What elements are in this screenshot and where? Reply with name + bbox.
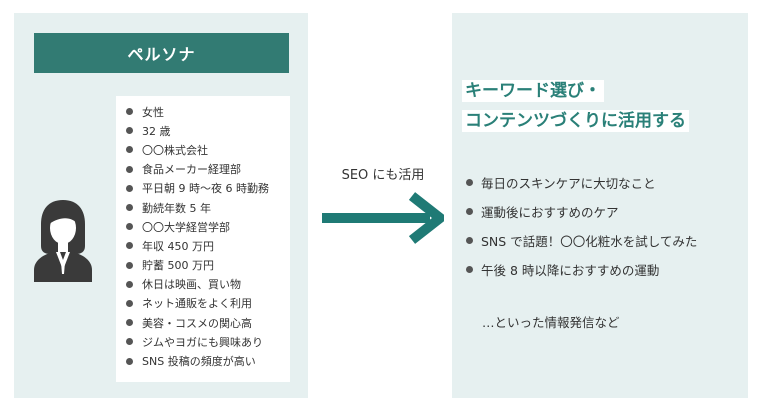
usage-heading-line-1: キーワード選び・: [462, 80, 604, 102]
bullet-icon: [466, 208, 473, 215]
persona-traits-box: 女性 32 歳 〇〇株式会社 食品メーカー経理部 平日朝 9 時〜夜 6 時勤務…: [116, 96, 290, 382]
bullet-icon: [126, 319, 133, 327]
right-arrow-icon: [322, 192, 444, 244]
persona-title: ペルソナ: [34, 33, 289, 73]
trait-item: ネット通販をよく利用: [126, 294, 290, 313]
usage-panel: [452, 13, 748, 398]
bullet-icon: [466, 179, 473, 186]
content-idea-item: 運動後におすすめのケア: [466, 197, 697, 226]
bullet-icon: [126, 204, 133, 212]
content-idea-list: 毎日のスキンケアに大切なこと 運動後におすすめのケア SNS で話題！〇〇化粧水…: [466, 168, 697, 284]
bullet-icon: [126, 127, 133, 135]
bullet-icon: [126, 146, 133, 154]
bullet-icon: [126, 338, 133, 346]
trait-item: ジムやヨガにも興味あり: [126, 332, 290, 351]
trait-item: 貯蓄 500 万円: [126, 256, 290, 275]
content-idea-item: 毎日のスキンケアに大切なこと: [466, 168, 697, 197]
trait-item: 年収 450 万円: [126, 236, 290, 255]
trait-item: 美容・コスメの関心高: [126, 313, 290, 332]
etc-note: …といった情報発信など: [482, 315, 620, 330]
bullet-icon: [126, 261, 133, 269]
bullet-icon: [126, 108, 133, 116]
trait-item: 〇〇大学経営学部: [126, 217, 290, 236]
trait-item: 平日朝 9 時〜夜 6 時勤務: [126, 179, 290, 198]
bullet-icon: [126, 280, 133, 288]
bullet-icon: [126, 242, 133, 250]
bullet-icon: [126, 223, 133, 231]
trait-item: 〇〇株式会社: [126, 140, 290, 159]
persona-traits-list: 女性 32 歳 〇〇株式会社 食品メーカー経理部 平日朝 9 時〜夜 6 時勤務…: [116, 96, 290, 371]
trait-item: 勤続年数 5 年: [126, 198, 290, 217]
usage-heading-line-2: コンテンツづくりに活用する: [462, 110, 689, 132]
trait-item: SNS 投稿の頻度が高い: [126, 351, 290, 370]
trait-item: 休日は映画、買い物: [126, 275, 290, 294]
bullet-icon: [126, 357, 133, 365]
bullet-icon: [126, 184, 133, 192]
arrow-label: SEO にも活用: [341, 168, 425, 183]
bullet-icon: [466, 266, 473, 273]
bullet-icon: [126, 299, 133, 307]
bullet-icon: [466, 237, 473, 244]
content-idea-item: SNS で話題！〇〇化粧水を試してみた: [466, 226, 697, 255]
bullet-icon: [126, 165, 133, 173]
trait-item: 32 歳: [126, 121, 290, 140]
woman-avatar-icon: [34, 200, 92, 282]
content-idea-item: 午後 8 時以降におすすめの運動: [466, 255, 697, 284]
trait-item: 食品メーカー経理部: [126, 160, 290, 179]
trait-item: 女性: [126, 102, 290, 121]
